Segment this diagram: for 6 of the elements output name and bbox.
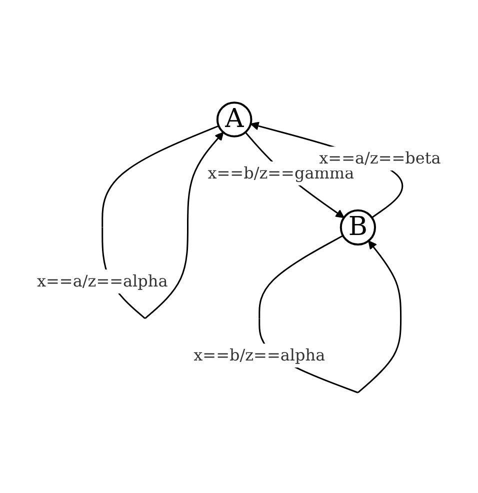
node-circle: B	[340, 210, 376, 246]
node-circle: A	[216, 102, 252, 138]
edge-label: x==a/z==beta	[319, 148, 441, 168]
edge-label: x==a/z==alpha	[37, 272, 168, 291]
edge-label: x==b/z==alpha	[194, 346, 326, 365]
edge-label: x==b/z==gamma	[208, 164, 354, 183]
